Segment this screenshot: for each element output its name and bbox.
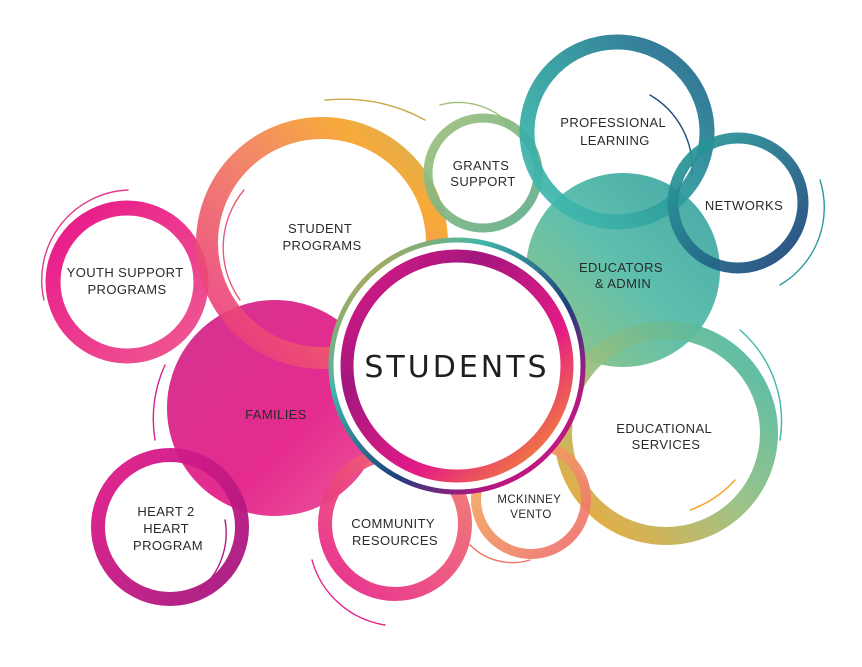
educators-admin-label: EDUCATORS & ADMIN (579, 260, 667, 291)
families-label: FAMILIES (245, 407, 307, 422)
decorative-arcs (41, 94, 825, 626)
students-center-fill (331, 240, 583, 492)
educational-services-label: EDUCATIONAL SERVICES (616, 421, 715, 452)
networks-label: NETWORKS (705, 198, 783, 213)
heart-2-heart-ring (91, 448, 249, 606)
youth-support-ring (45, 200, 209, 364)
community-resources-label: COMMUNITY RESOURCES (351, 516, 439, 548)
youth-support-label: YOUTH SUPPORT PROGRAMS (67, 265, 188, 297)
heart-2-heart-label: HEART 2 HEART PROGRAM (133, 504, 203, 553)
students-inner-ring (340, 249, 574, 483)
students-label: STUDENTS (364, 350, 549, 385)
grants-support-label: GRANTS SUPPORT (450, 158, 515, 189)
professional-learning-ring (519, 34, 715, 230)
networks-ring (667, 132, 809, 274)
student-programs-label: STUDENT PROGRAMS (282, 221, 361, 253)
students-outer-ring (328, 237, 586, 495)
professional-learning-label: PROFESSIONAL LEARNING (560, 115, 669, 148)
mckinney-vento-label: MCKINNEY VENTO (497, 494, 564, 521)
